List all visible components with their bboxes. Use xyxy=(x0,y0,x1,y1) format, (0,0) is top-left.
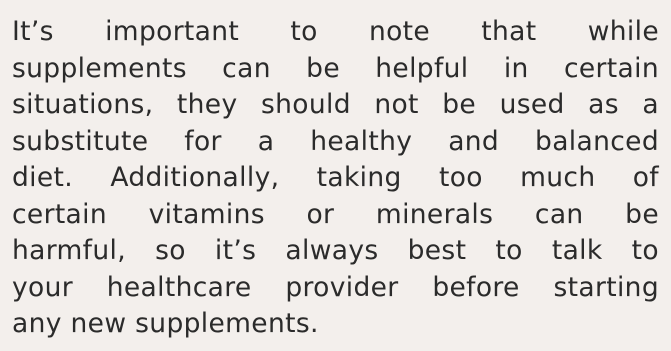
paragraph-line-8: your healthcare provider before starting xyxy=(12,271,659,303)
paragraph-line-2: supplements can be helpful in certain xyxy=(12,52,659,84)
paragraph-line-7: harmful, so it’s always best to talk to xyxy=(12,235,659,266)
paragraph-line-1: It’s important to note that while xyxy=(12,16,659,47)
paragraph-line-9: any new supplements. xyxy=(12,308,319,339)
paragraph-line-6: certain vitamins or minerals can be xyxy=(12,198,659,230)
paragraph-line-5: diet. Additionally, taking too much of xyxy=(12,162,659,193)
supplements-note-paragraph: It’s important to note that while supple… xyxy=(12,14,659,343)
paragraph-line-3: situations, they should not be used as a xyxy=(12,89,659,120)
paragraph-line-4: substitute for a healthy and balanced xyxy=(12,125,659,157)
